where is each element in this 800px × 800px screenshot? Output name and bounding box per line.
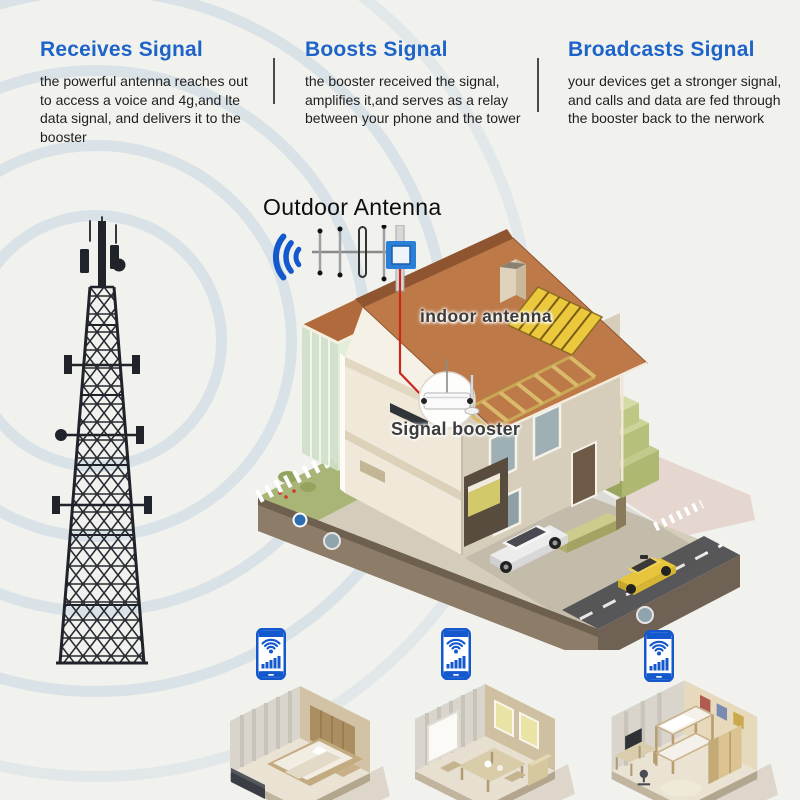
dining-table: [458, 748, 526, 782]
column-divider: [273, 58, 275, 104]
indoor-antenna-label: indoor antenna: [420, 306, 552, 326]
porthole: [323, 532, 341, 550]
wardrobe: [708, 725, 742, 785]
picture-frame: [733, 711, 744, 730]
tower-antennas: [52, 216, 152, 514]
signal-booster-callout: [418, 359, 480, 429]
phone-signal-icon: [256, 628, 286, 680]
column-divider: [537, 58, 539, 112]
outdoor-antenna-label: Outdoor Antenna: [263, 194, 442, 220]
section-description-receives: the powerful antenna reaches out to acce…: [40, 73, 248, 145]
cell-tower-icon: [52, 216, 152, 665]
signal-booster-label: Signal booster: [391, 419, 521, 439]
blanket: [285, 751, 341, 779]
earth-cutaway: [258, 497, 740, 650]
house-interior-cutaway: [340, 353, 462, 555]
header-column-boosts: Boosts Signal the booster received the s…: [305, 38, 540, 128]
window: [532, 403, 562, 461]
house-shadow: [465, 490, 712, 629]
rug: [660, 780, 703, 797]
desk: [614, 728, 657, 786]
flowers: [278, 489, 296, 499]
section-description-broadcasts: your devices get a stronger signal, and …: [568, 73, 782, 126]
chair: [504, 771, 526, 782]
window: [427, 709, 459, 765]
section-description-boosts: the booster received the signal, amplifi…: [305, 73, 521, 126]
nightstand: [335, 764, 361, 777]
kitchen-cutaway: [464, 457, 508, 547]
side-fence: [653, 499, 704, 532]
bush: [300, 482, 316, 492]
water-pipe-valve: [292, 512, 308, 528]
booster-device: [423, 392, 471, 410]
header-column-receives: Receives Signal the powerful antenna rea…: [40, 38, 270, 146]
phone-signal-icon: [441, 628, 471, 680]
porthole: [636, 606, 654, 624]
section-title-broadcasts: Broadcasts Signal: [568, 38, 755, 61]
section-title-receives: Receives Signal: [40, 38, 203, 61]
window: [494, 699, 514, 738]
yagi-antenna-icon: [312, 225, 416, 292]
section-title-boosts: Boosts Signal: [305, 38, 448, 61]
indoor-antenna-base: [464, 407, 480, 415]
bedroom-illustration: [230, 686, 390, 800]
house-illustration: [254, 225, 755, 650]
header-column-broadcasts: Broadcasts Signal your devices get a str…: [568, 38, 798, 128]
picture-frame: [716, 703, 728, 721]
front-door: [571, 440, 597, 508]
car: [490, 525, 568, 573]
window: [519, 711, 539, 750]
kids-room-illustration: [611, 680, 778, 800]
tower-lattice: [56, 285, 148, 665]
coax-cable: [398, 269, 425, 399]
signal-waves-icon: [272, 233, 302, 281]
bunk-bed: [654, 705, 715, 774]
chimney: [500, 259, 526, 303]
attic-framing: [463, 355, 597, 432]
solar-panel: [506, 286, 604, 356]
bush: [278, 471, 298, 483]
picture-frame: [700, 694, 711, 713]
dining-room-illustration: [415, 684, 575, 800]
taxi: [618, 555, 676, 595]
chair: [440, 761, 462, 772]
